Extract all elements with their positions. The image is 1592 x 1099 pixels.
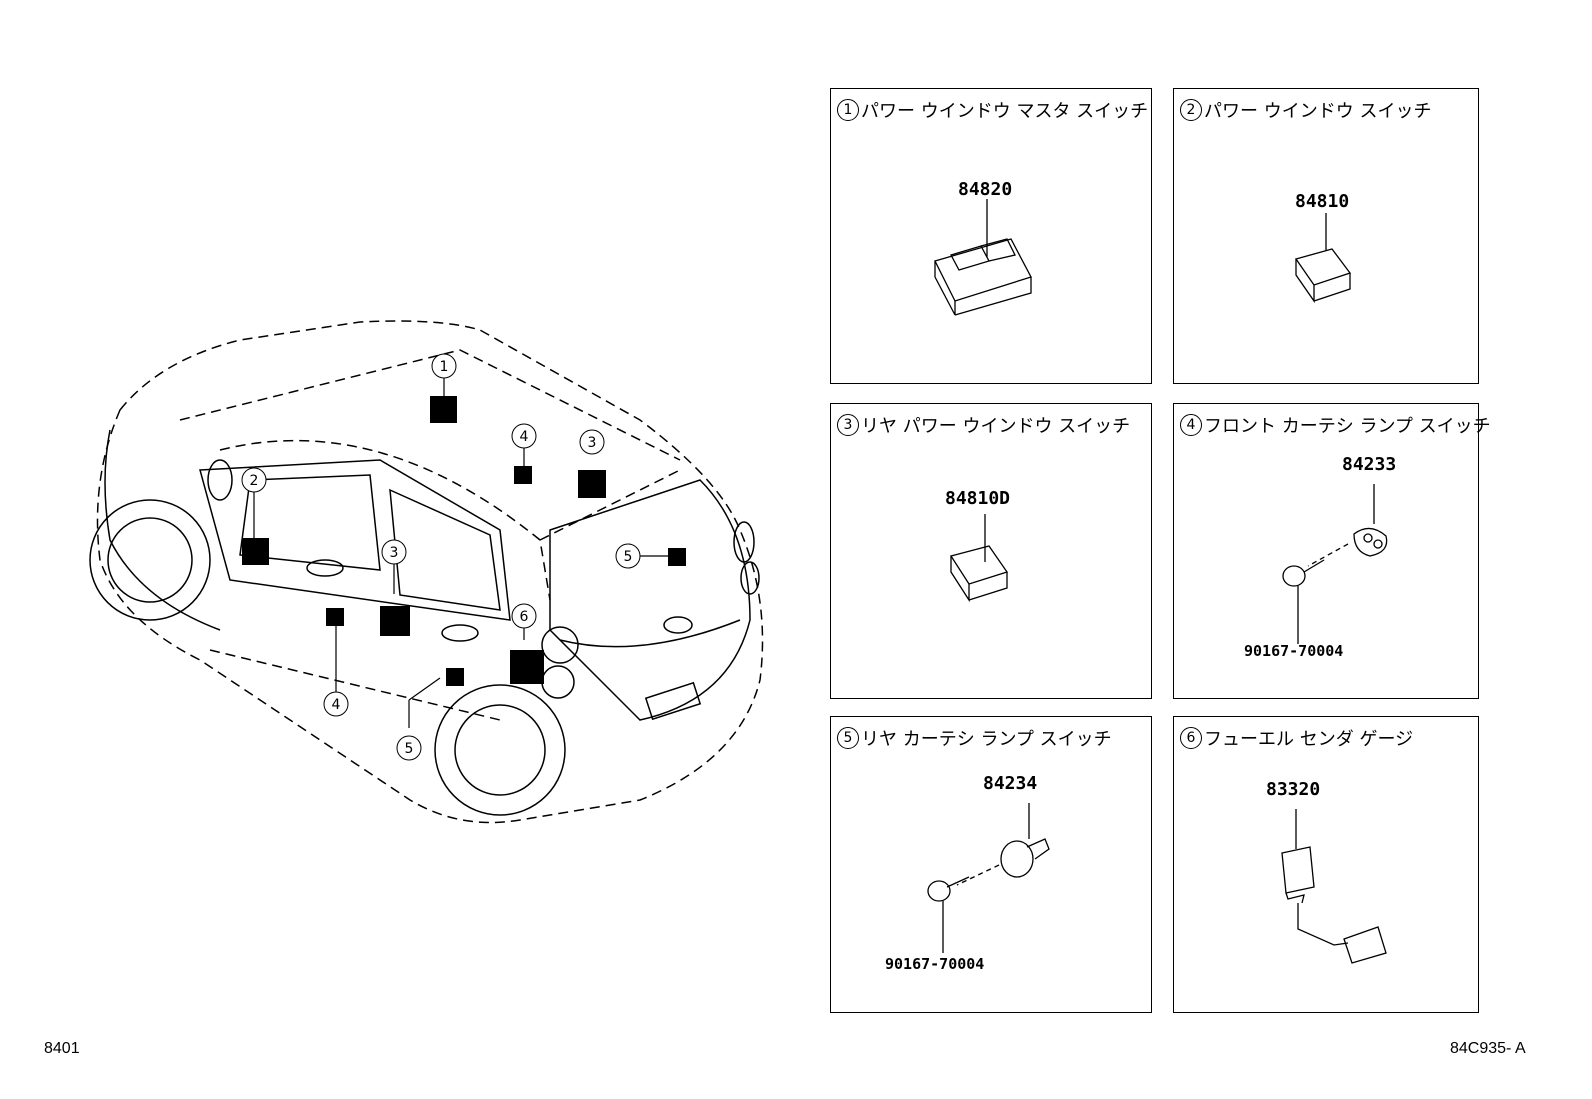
svg-text:1: 1 — [440, 359, 449, 375]
page-code-left: 8401 — [44, 1040, 80, 1057]
svg-text:6: 6 — [520, 609, 529, 625]
part-number-84233: 84233 — [1342, 454, 1397, 475]
part-number-90167-70004: 90167-70004 — [885, 955, 985, 973]
svg-text:5: 5 — [405, 741, 414, 757]
panel-number: 5 — [837, 727, 859, 749]
panel-title: パワー ウインドウ マスタ スイッチ — [861, 101, 1149, 122]
car-callout-4-bottom: 4 — [323, 691, 349, 717]
panel-number: 6 — [1180, 727, 1202, 749]
part-number-84234: 84234 — [983, 773, 1038, 794]
car-diagram: 1 2 3 3 4 4 5 5 — [89, 320, 764, 824]
panel-title: フューエル センダ ゲージ — [1204, 729, 1414, 750]
panel-fuel-sender-gauge: 6 フューエル センダ ゲージ 83320 — [1173, 716, 1479, 1013]
switch-84233-illustration — [1282, 484, 1388, 644]
switch-84820-illustration — [934, 199, 1032, 316]
svg-text:4: 4 — [520, 429, 529, 445]
panel-rear-power-window-switch: 3 リヤ パワー ウインドウ スイッチ 84810D — [830, 403, 1152, 699]
switch-84810D-illustration — [949, 514, 1009, 603]
panel-title: リヤ カーテシ ランプ スイッチ — [861, 729, 1112, 750]
car-callout-2: 2 — [241, 467, 267, 493]
car-callout-5-bottom: 5 — [396, 735, 422, 761]
panel-number: 1 — [837, 99, 859, 121]
part-number-90167-70004: 90167-70004 — [1244, 642, 1344, 660]
car-callout-1: 1 — [431, 353, 457, 379]
car-callout-3-rear: 3 — [579, 429, 605, 455]
panel-title: リヤ パワー ウインドウ スイッチ — [861, 416, 1131, 437]
panel-power-window-switch: 2 パワー ウインドウ スイッチ 84810 — [1173, 88, 1479, 384]
panel-number: 3 — [837, 414, 859, 436]
panel-front-courtesy-lamp-switch: 4 フロント カーテシ ランプ スイッチ 84233 90167-70004 — [1173, 403, 1491, 699]
panel-number: 2 — [1180, 99, 1202, 121]
part-number-83320: 83320 — [1266, 779, 1321, 800]
car-callout-4-top: 4 — [511, 423, 537, 449]
svg-text:2: 2 — [250, 473, 259, 489]
svg-text:3: 3 — [588, 435, 597, 451]
svg-text:5: 5 — [624, 549, 633, 565]
panel-power-window-master-switch: 1 パワー ウインドウ マスタ スイッチ 84820 — [830, 88, 1152, 384]
panel-rear-courtesy-lamp-switch: 5 リヤ カーテシ ランプ スイッチ 84234 90167-70004 — [830, 716, 1152, 1013]
part-number-84810: 84810 — [1295, 191, 1350, 212]
car-callout-3-side: 3 — [381, 539, 407, 565]
svg-text:4: 4 — [332, 697, 341, 713]
panel-title: パワー ウインドウ スイッチ — [1204, 101, 1432, 122]
page-code-right: 84C935- A — [1450, 1040, 1526, 1057]
switch-84810-illustration — [1294, 213, 1352, 304]
svg-text:3: 3 — [390, 545, 399, 561]
panel-number: 4 — [1180, 414, 1202, 436]
part-number-84820: 84820 — [958, 179, 1013, 200]
panel-title: フロント カーテシ ランプ スイッチ — [1204, 416, 1491, 437]
gauge-83320-illustration — [1281, 809, 1387, 964]
switch-84234-illustration — [927, 803, 1050, 953]
part-number-84810D: 84810D — [945, 488, 1011, 509]
car-callout-5-rear: 5 — [615, 543, 641, 569]
car-callout-6: 6 — [511, 603, 537, 629]
